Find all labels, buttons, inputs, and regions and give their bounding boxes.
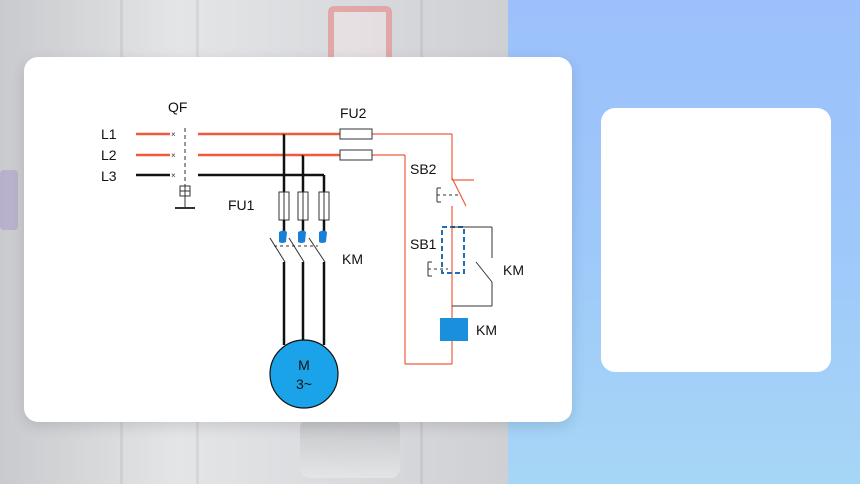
motor-label-m: M: [298, 357, 310, 373]
blank-card: [601, 108, 831, 372]
fu2-label: FU2: [340, 105, 367, 121]
motor-leads: [282, 262, 326, 345]
sb1-label: SB1: [410, 236, 437, 252]
km-aux-label: KM: [503, 262, 524, 278]
fu2-fuses: [339, 128, 373, 161]
control-circuit: [284, 133, 474, 365]
km-coil-label: KM: [476, 322, 497, 338]
sb1-start-button: [427, 226, 493, 307]
sb2-label: SB2: [410, 161, 437, 177]
l3-label: L3: [101, 168, 117, 184]
km-coil: [440, 318, 468, 341]
svg-text:×: ×: [171, 151, 176, 160]
fu1-feed-lines: [282, 134, 326, 192]
svg-text:×: ×: [171, 171, 176, 180]
km-main-label: KM: [342, 251, 363, 267]
svg-text:×: ×: [171, 130, 176, 139]
sb2-stop-button: [436, 187, 458, 203]
km-main-contacts: [269, 220, 327, 263]
qf-label: QF: [168, 99, 187, 115]
l2-label: L2: [101, 147, 117, 163]
l1-label: L1: [101, 126, 117, 142]
cabinet-handle: [300, 418, 400, 478]
qf-breaker: × × ×: [171, 128, 195, 209]
fu1-label: FU1: [228, 197, 255, 213]
fu1-fuses: [278, 191, 330, 221]
motor-label-phase: 3~: [296, 376, 312, 392]
indicator-light: [0, 170, 18, 230]
motor-symbol: [269, 339, 339, 409]
